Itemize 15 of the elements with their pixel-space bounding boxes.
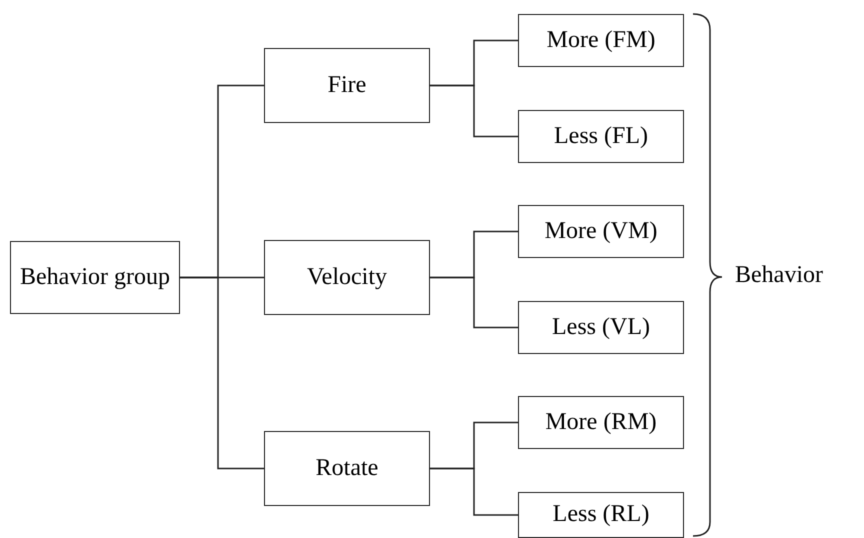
node-box: Less (RL) bbox=[518, 492, 684, 538]
node-box: More (RM) bbox=[518, 396, 684, 449]
node-box: Less (VL) bbox=[518, 301, 684, 354]
brace-label: Behavior bbox=[735, 262, 823, 289]
node-box: Rotate bbox=[264, 431, 430, 506]
node-box: More (FM) bbox=[518, 14, 684, 67]
node-box: Behavior group bbox=[10, 241, 180, 314]
connector-line bbox=[430, 276, 518, 328]
node-box: Fire bbox=[264, 48, 430, 123]
connector-line bbox=[430, 468, 518, 516]
node-box: Less (FL) bbox=[518, 110, 684, 163]
connector-line bbox=[180, 276, 264, 470]
node-box: More (VM) bbox=[518, 205, 684, 258]
node-box: Velocity bbox=[264, 240, 430, 315]
connector-line bbox=[430, 84, 518, 138]
